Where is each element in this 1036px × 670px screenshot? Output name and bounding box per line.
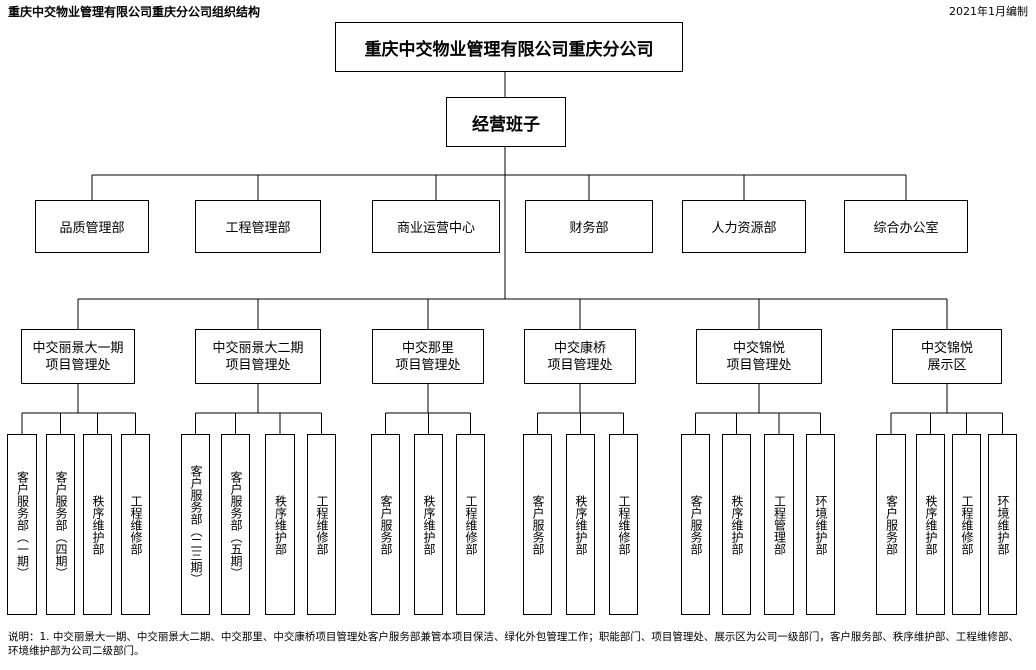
sub-dept-box: 秩序维护部 <box>916 434 945 615</box>
sub-dept-box: 秩序维护部 <box>265 434 295 615</box>
sub-dept-box: 工程维修部 <box>307 434 336 615</box>
sub-dept-box: 环境维护部 <box>988 434 1017 615</box>
functional-dept-label: 品质管理部 <box>59 221 125 236</box>
project-office-name: 中交丽景大二期 <box>212 340 304 356</box>
project-office-type: 项目管理处 <box>395 357 461 373</box>
sub-dept-label: 客户服务部 <box>689 494 703 555</box>
sub-dept-label: 客户服务部（二三期） <box>189 464 203 585</box>
functional-dept-box: 商业运营中心 <box>372 200 500 253</box>
sub-dept-label: 工程维修部 <box>617 494 631 555</box>
functional-dept-box: 财务部 <box>525 200 653 253</box>
sub-dept-label: 客户服务部（五期） <box>229 470 243 579</box>
sub-dept-box: 秩序维护部 <box>722 434 751 615</box>
functional-dept-label: 综合办公室 <box>873 221 939 236</box>
sub-dept-label: 工程维修部 <box>960 494 974 555</box>
project-office-type: 项目管理处 <box>225 357 291 373</box>
functional-dept-box: 品质管理部 <box>35 200 149 253</box>
sub-dept-box: 秩序维护部 <box>83 434 112 615</box>
sub-dept-box: 工程管理部 <box>764 434 794 615</box>
sub-dept-label: 秩序维护部 <box>91 494 105 555</box>
functional-dept-label: 人力资源部 <box>711 221 777 236</box>
sub-dept-label: 秩序维护部 <box>422 494 436 555</box>
sub-dept-label: 环境维护部 <box>996 494 1010 555</box>
sub-dept-box: 工程维修部 <box>609 434 638 615</box>
sub-dept-label: 客户服务部 <box>884 494 899 555</box>
project-office-box: 中交丽景大一期项目管理处 <box>21 329 135 384</box>
sub-dept-label: 工程管理部 <box>772 494 787 555</box>
project-office-type: 展示区 <box>927 357 967 373</box>
project-office-type: 项目管理处 <box>45 357 111 373</box>
sub-dept-label: 秩序维护部 <box>924 494 938 555</box>
functional-dept-box: 工程管理部 <box>195 200 321 253</box>
management-team-label: 经营班子 <box>472 114 540 135</box>
sub-dept-label: 客户服务部 <box>531 494 545 555</box>
sub-dept-box: 工程维修部 <box>952 434 981 615</box>
project-office-type: 项目管理处 <box>547 357 613 373</box>
project-office-type: 项目管理处 <box>726 357 792 373</box>
sub-dept-label: 客户服务部 <box>379 494 393 555</box>
project-office-name: 中交锦悦 <box>732 340 785 356</box>
project-office-name: 中交锦悦 <box>920 340 973 356</box>
sub-dept-label: 客户服务部（四期） <box>54 470 68 579</box>
sub-dept-box: 工程维修部 <box>456 434 485 615</box>
footnote: 说明：1. 中交丽景大一期、中交丽景大二期、中交那里、中交康桥项目管理处客户服务… <box>8 631 1019 657</box>
compile-date: 2021年1月编制 <box>949 5 1028 18</box>
project-office-box: 中交那里项目管理处 <box>372 329 484 384</box>
project-office-box: 中交锦悦项目管理处 <box>696 329 822 384</box>
sub-dept-label: 工程维修部 <box>129 494 143 555</box>
sub-dept-box: 客户服务部（四期） <box>46 434 75 615</box>
sub-dept-box: 客户服务部（二三期） <box>181 434 210 615</box>
sub-dept-box: 秩序维护部 <box>566 434 595 615</box>
sub-dept-label: 环境维护部 <box>814 494 828 555</box>
sub-dept-box: 环境维护部 <box>806 434 835 615</box>
project-office-name: 中交康桥 <box>553 340 606 356</box>
sub-dept-box: 秩序维护部 <box>414 434 443 615</box>
sub-dept-label: 客户服务部（一期） <box>15 470 30 579</box>
management-team-box: 经营班子 <box>446 97 566 147</box>
project-office-box: 中交丽景大二期项目管理处 <box>195 329 321 384</box>
project-office-box: 中交锦悦展示区 <box>892 329 1002 384</box>
page-title: 重庆中交物业管理有限公司重庆分公司组织结构 <box>8 5 261 19</box>
project-office-name: 中交那里 <box>401 340 454 356</box>
project-office-name: 中交丽景大一期 <box>32 340 124 356</box>
sub-dept-label: 秩序维护部 <box>730 494 744 555</box>
functional-dept-label: 财务部 <box>569 221 609 236</box>
functional-dept-label: 工程管理部 <box>225 221 291 236</box>
sub-dept-box: 客户服务部 <box>523 434 552 615</box>
sub-dept-box: 客户服务部 <box>876 434 906 615</box>
company-root-label: 重庆中交物业管理有限公司重庆分公司 <box>364 39 654 60</box>
sub-dept-label: 秩序维护部 <box>273 494 288 555</box>
sub-dept-box: 客户服务部 <box>371 434 400 615</box>
sub-dept-box: 客户服务部（一期） <box>7 434 37 615</box>
functional-dept-label: 商业运营中心 <box>396 221 475 236</box>
sub-dept-label: 工程维修部 <box>464 494 478 555</box>
sub-dept-box: 客户服务部 <box>681 434 710 615</box>
sub-dept-label: 秩序维护部 <box>574 494 588 555</box>
functional-dept-box: 人力资源部 <box>682 200 806 253</box>
functional-dept-box: 综合办公室 <box>844 200 968 253</box>
sub-dept-box: 客户服务部（五期） <box>221 434 250 615</box>
sub-dept-box: 工程维修部 <box>121 434 150 615</box>
company-root-box: 重庆中交物业管理有限公司重庆分公司 <box>335 22 683 72</box>
sub-dept-label: 工程维修部 <box>315 494 329 555</box>
project-office-box: 中交康桥项目管理处 <box>524 329 636 384</box>
